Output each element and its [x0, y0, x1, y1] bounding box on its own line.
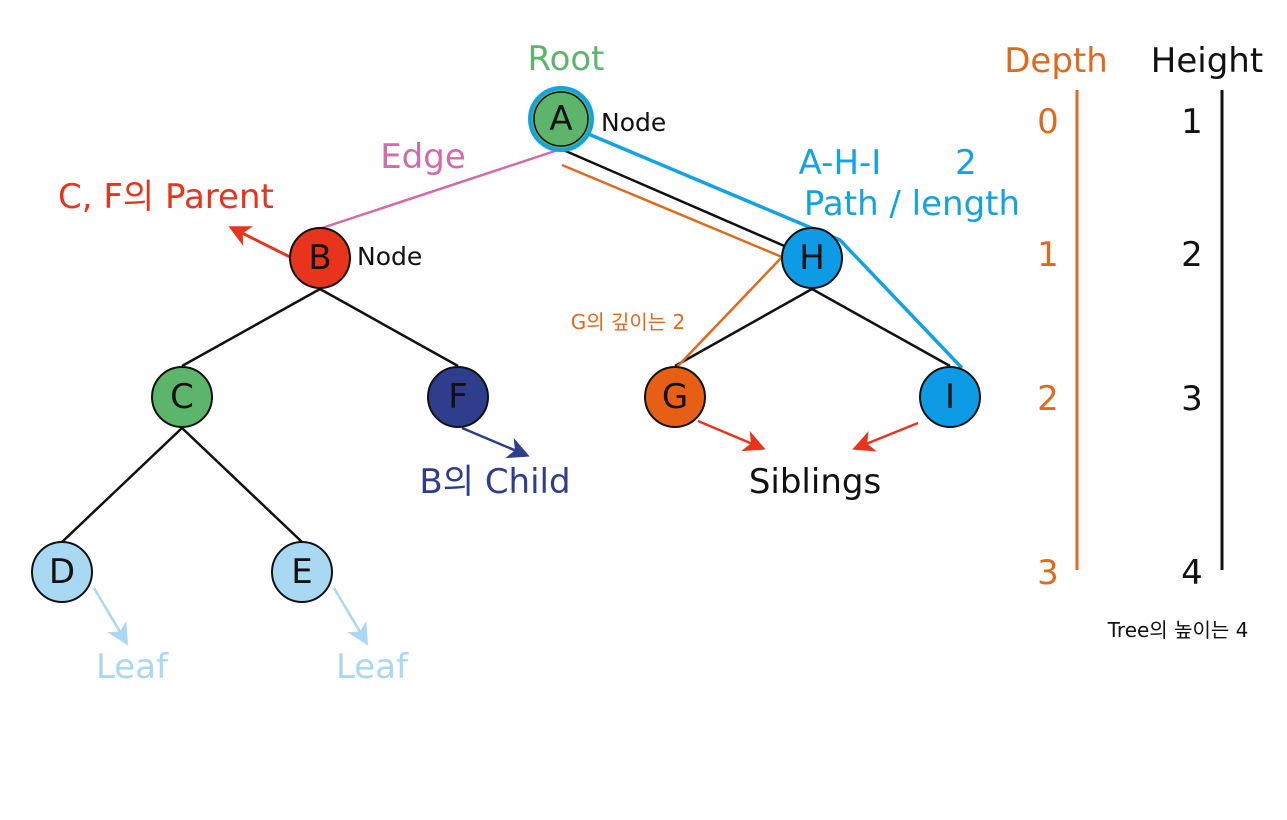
edge-a-h [560, 147, 813, 260]
node-b-caption: Node [357, 242, 422, 271]
height-caption: Tree의 높이는 4 [1107, 618, 1249, 642]
depth-value: 0 [1037, 102, 1059, 142]
parent-arrow [228, 226, 291, 259]
node-i: I [919, 366, 981, 428]
height-value: 3 [1181, 379, 1203, 419]
node-b: B [289, 227, 351, 289]
node-a-caption: Node [601, 108, 666, 137]
sibling-arrow-i [852, 421, 919, 452]
node-f: F [427, 366, 489, 428]
node-a: A [528, 86, 594, 152]
leaf-arrow-e [332, 587, 369, 646]
edge-h-i [811, 287, 951, 368]
leaf-arrow-d [92, 587, 129, 646]
height-value: 1 [1181, 102, 1203, 142]
edge-label: Edge [380, 137, 466, 177]
height-title: Height [1151, 41, 1263, 81]
node-h-letter: H [799, 238, 825, 278]
node-h: H [781, 227, 843, 289]
leaf-label-d: Leaf [96, 647, 169, 687]
depth-scale: Depth 0 1 2 3 [1004, 41, 1108, 593]
node-b-letter: B [308, 238, 331, 278]
parent-label: C, F의 Parent [58, 177, 274, 217]
path-title: A-H-I [799, 143, 882, 183]
node-g-letter: G [662, 377, 688, 417]
root-label: Root [527, 39, 604, 79]
node-a-letter: A [549, 99, 572, 139]
depth-value: 2 [1037, 379, 1059, 419]
depth-value: 1 [1037, 235, 1059, 275]
leaf-label-e: Leaf [336, 647, 409, 687]
node-g: G [644, 366, 706, 428]
node-c-letter: C [170, 377, 194, 417]
node-d: D [31, 541, 93, 603]
node-d-letter: D [49, 552, 75, 592]
tree-edges [61, 147, 951, 543]
edge-c-d [61, 427, 183, 543]
edge-h-g [674, 287, 813, 368]
node-c: C [151, 366, 213, 428]
edge-a-b-highlight [321, 147, 562, 230]
height-scale: Height 1 2 3 4 Tree의 높이는 4 [1107, 41, 1264, 642]
child-label: B의 Child [419, 462, 570, 502]
siblings-label: Siblings [749, 462, 881, 502]
height-value: 2 [1181, 235, 1203, 275]
node-i-letter: I [945, 377, 955, 417]
edge-b-c [181, 287, 321, 368]
node-f-letter: F [448, 377, 468, 417]
depth-value: 3 [1037, 553, 1059, 593]
node-e-letter: E [291, 552, 312, 592]
edge-b-f [319, 287, 459, 368]
g-depth-path [561, 163, 785, 369]
depth-title: Depth [1004, 41, 1108, 81]
path-a-h-i [585, 131, 964, 370]
edge-c-e [181, 427, 303, 543]
node-e: E [271, 541, 333, 603]
sibling-arrow-g [697, 419, 766, 452]
path-caption: Path / length [804, 184, 1020, 224]
child-arrow [461, 426, 530, 459]
g-depth-note: G의 깊이는 2 [571, 310, 686, 334]
height-value: 4 [1181, 553, 1203, 593]
path-length: 2 [955, 143, 977, 183]
